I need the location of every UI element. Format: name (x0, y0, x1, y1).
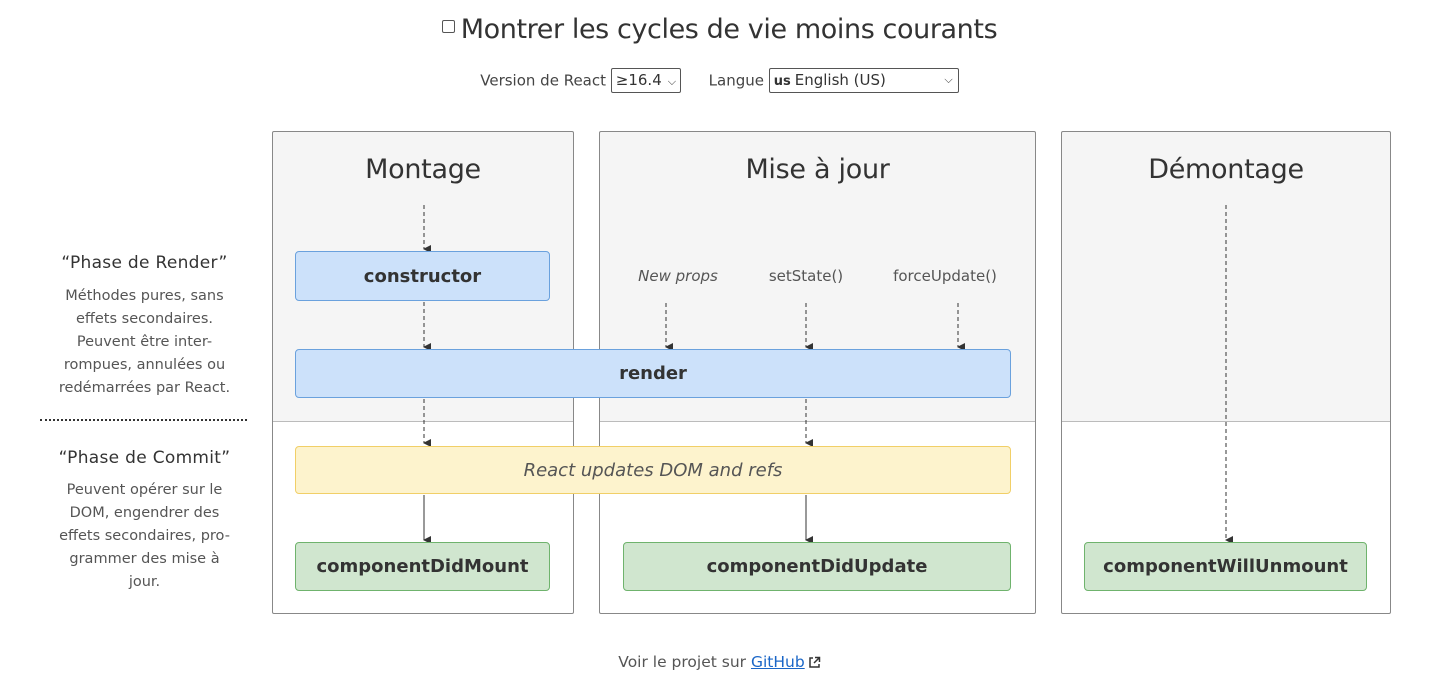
desc-line: DOM, engendrer des (69, 505, 220, 521)
desc-line: Méthodes pures, sans (65, 288, 224, 304)
header: Montrer les cycles de vie moins courants (0, 14, 1439, 45)
desc-line: redémarrées par React. (58, 380, 231, 396)
external-link-icon[interactable] (808, 655, 821, 673)
trigger-new-props: New props (638, 267, 718, 285)
react-version-select[interactable]: ≥16.4 ⌵ (610, 68, 682, 93)
chevron-down-icon: ⌵ (944, 73, 953, 86)
react-version-value: ≥16.4 (615, 71, 662, 89)
component-will-unmount-box[interactable]: componentWillUnmount (1084, 542, 1367, 591)
footer: Voir le projet sur GitHub (0, 653, 1439, 673)
trigger-force-update: forceUpdate() (893, 267, 997, 285)
show-less-common-checkbox[interactable] (441, 20, 455, 33)
phase-line (1062, 421, 1390, 422)
footer-text: Voir le projet sur (618, 653, 751, 671)
phase-line (273, 421, 573, 422)
github-link[interactable]: GitHub (750, 653, 805, 671)
version-label: Version de React (480, 71, 606, 90)
phase-line (600, 421, 1035, 422)
desc-line: Peuvent opérer sur le (66, 482, 223, 498)
desc-line: Peuvent être inter- (76, 334, 213, 350)
unmounting-column: Démontage (1061, 131, 1391, 614)
unmounting-title: Démontage (1148, 154, 1304, 185)
mounting-title: Montage (365, 154, 481, 185)
constructor-box[interactable]: constructor (295, 251, 550, 301)
render-phase-description: Méthodes pures, sans effets secondaires.… (47, 285, 242, 400)
trigger-set-state: setState() (768, 267, 844, 285)
updating-title: Mise à jour (745, 154, 890, 185)
chevron-down-icon: ⌵ (667, 75, 677, 88)
component-did-update-box[interactable]: componentDidUpdate (623, 542, 1011, 591)
desc-line: grammer des mise à (69, 551, 220, 567)
commit-phase-title: “Phase de Commit” (58, 448, 231, 468)
language-label: Langue (708, 71, 764, 90)
component-did-mount-box[interactable]: componentDidMount (295, 542, 550, 591)
phase-divider (40, 419, 247, 421)
render-box[interactable]: render (295, 349, 1011, 398)
desc-line: effets secondaires. (75, 311, 214, 327)
desc-line: jour. (128, 574, 161, 590)
flag-icon: us (773, 74, 791, 89)
desc-line: effets secondaires, pro- (59, 528, 230, 544)
language-value: English (US) (794, 71, 886, 89)
commit-phase-description: Peuvent opérer sur le DOM, engendrer des… (47, 479, 242, 594)
render-phase-title: “Phase de Render” (61, 253, 228, 273)
desc-line: rompues, annulées ou (63, 357, 226, 373)
dom-update-box: React updates DOM and refs (295, 446, 1011, 494)
checkbox-label[interactable]: Montrer les cycles de vie moins courants (460, 14, 998, 45)
